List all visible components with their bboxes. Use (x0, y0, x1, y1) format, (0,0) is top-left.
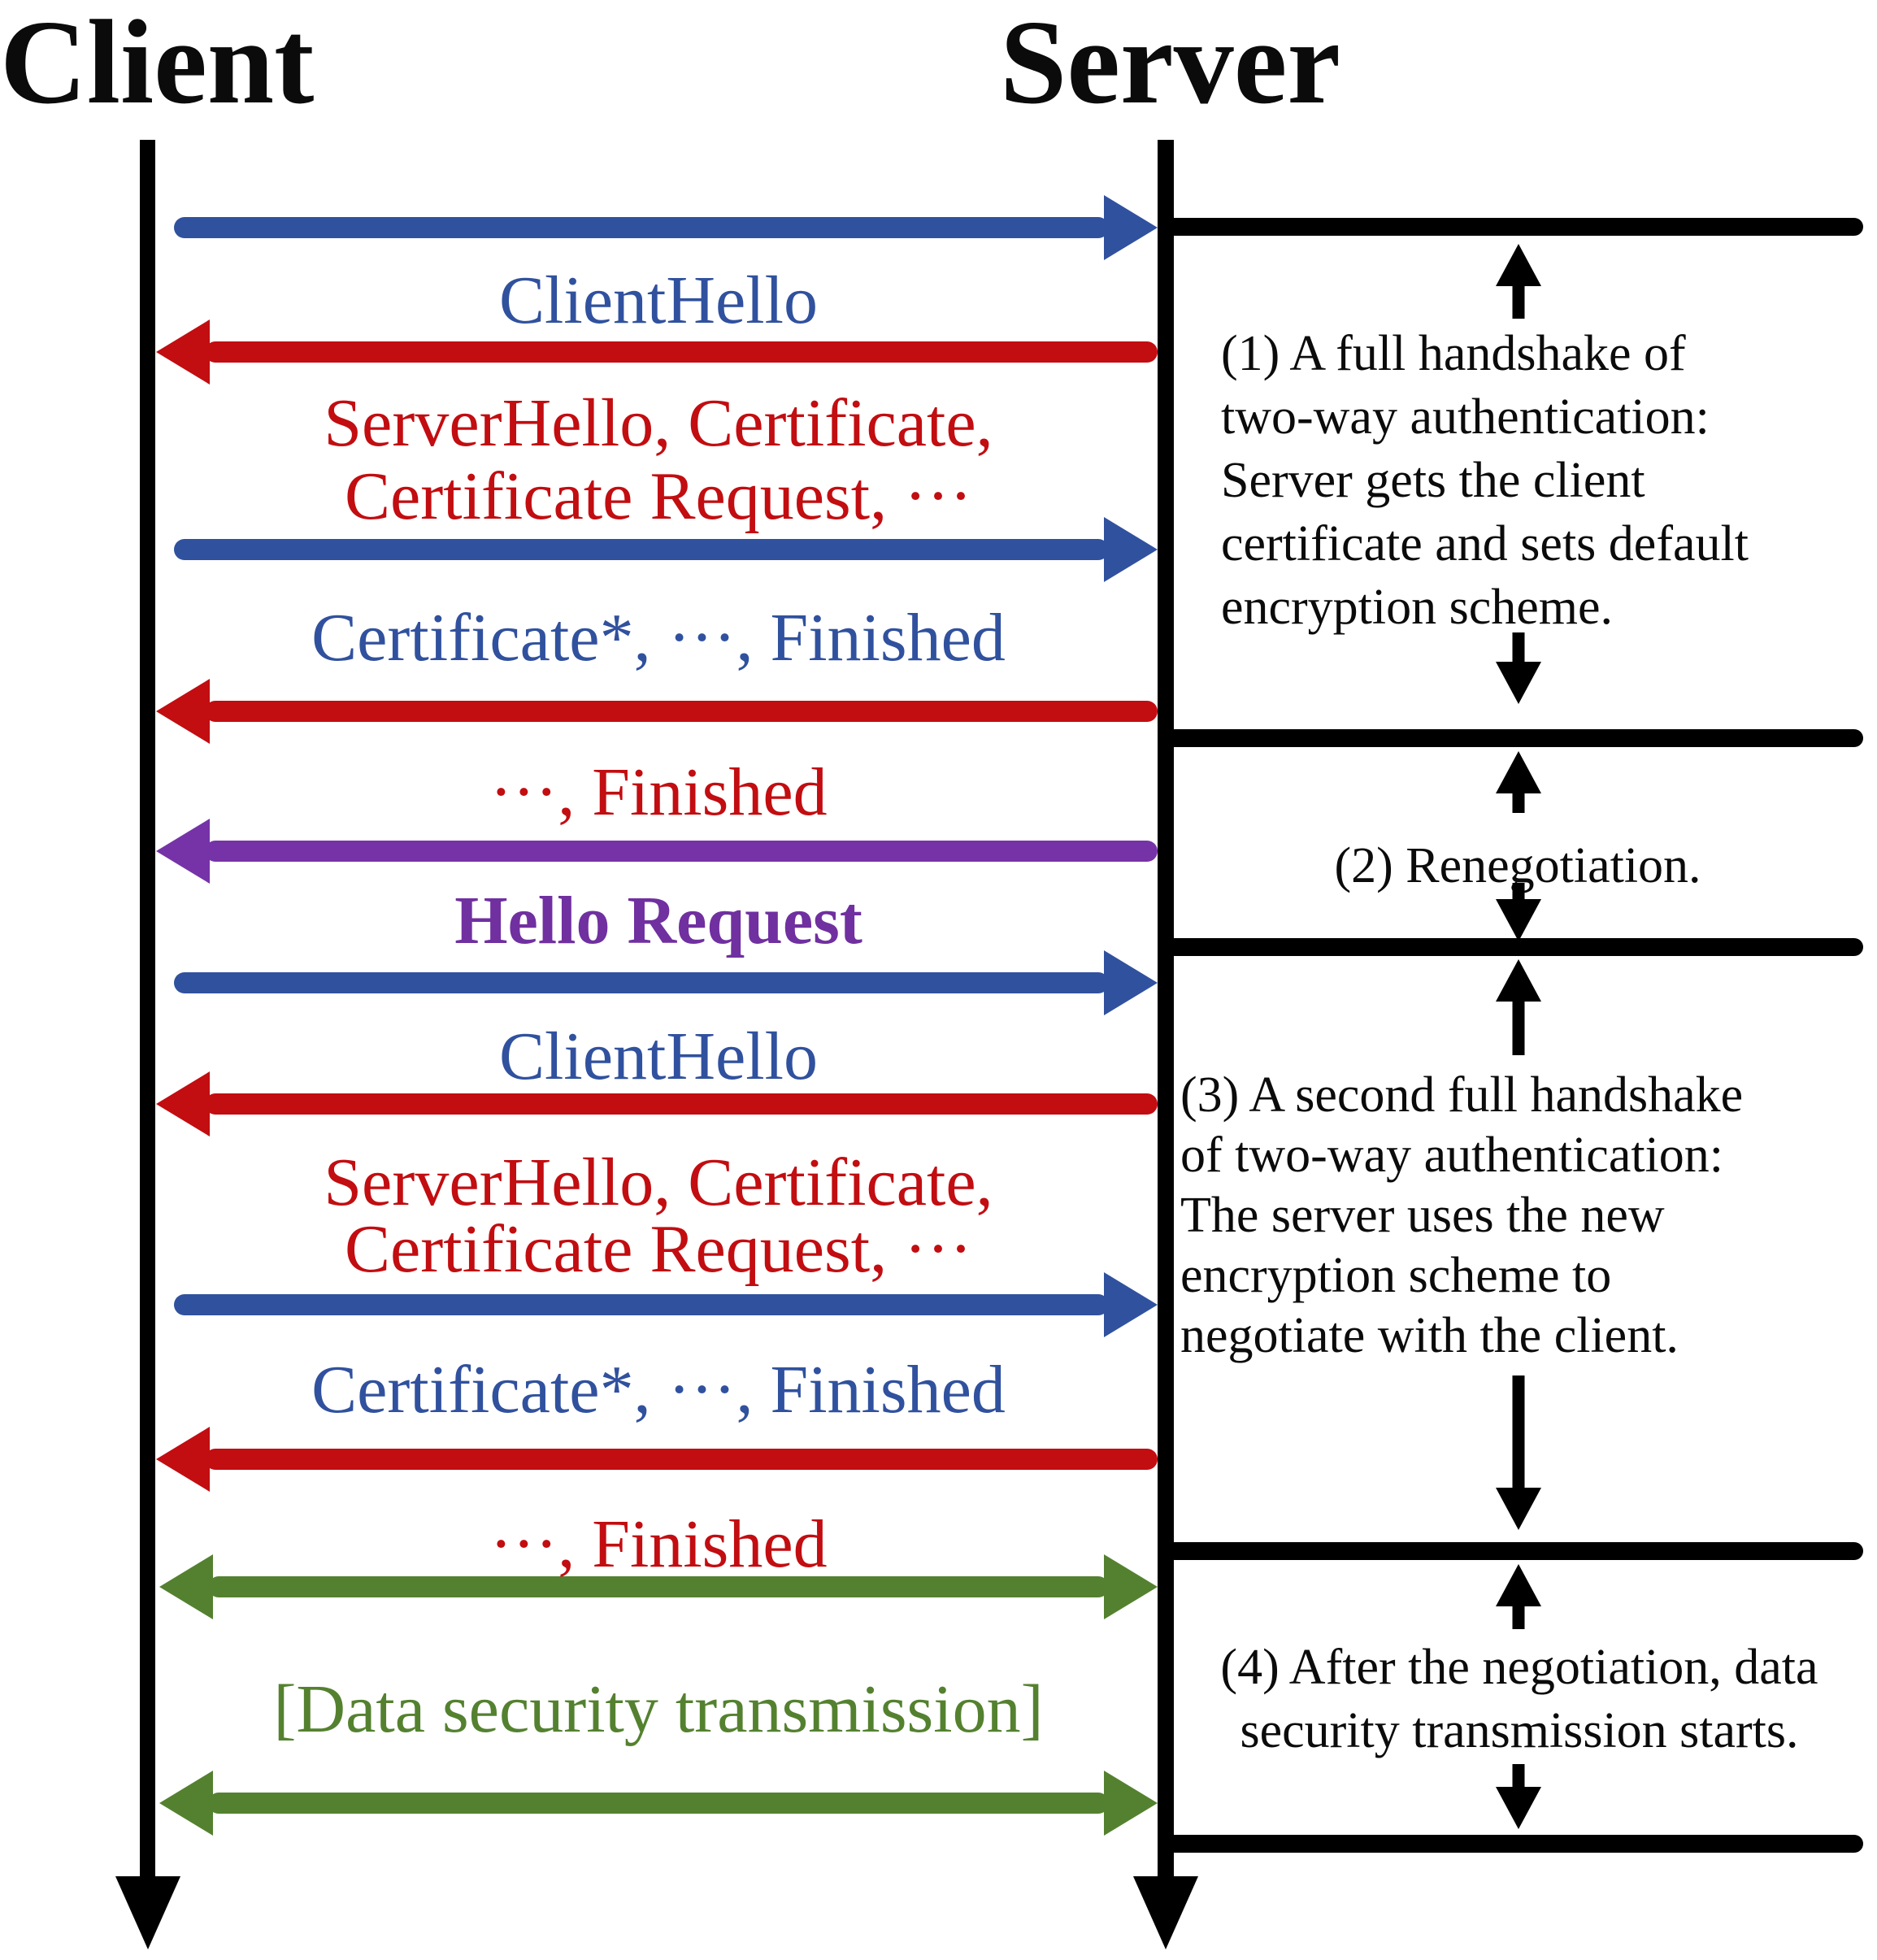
lifeline-client (140, 140, 155, 1888)
message-label-clienthello-1: ClientHello (499, 263, 818, 338)
message-label-serverhello-2-line1: ServerHello, Certificate, (324, 1145, 993, 1220)
participant-title-client: Client (0, 0, 315, 129)
annotation-line: Server gets the client (1221, 453, 1645, 508)
message-label-serverhello-2-line2: Certificate Request, ··· (345, 1211, 972, 1287)
section-divider-3 (1166, 938, 1863, 956)
arrow-finished-1-icon (156, 675, 1158, 748)
arrow-data-transmission-1-icon (159, 1550, 1158, 1623)
arrow-data-transmission-2-icon (159, 1767, 1158, 1840)
section-divider-4 (1166, 1542, 1863, 1560)
annotation-3-text: (3) A second full handshake of two-way a… (1180, 1065, 1743, 1366)
annotation-line: two-way authentication: (1221, 389, 1710, 445)
down-arrow-icon (1496, 1375, 1541, 1530)
message-label-finished-1: ···, Finished (489, 754, 828, 830)
annotation-line: negotiate with the client. (1180, 1308, 1679, 1363)
arrow-serverhello-2-icon (156, 1067, 1158, 1141)
message-label-serverhello-1-line1: ServerHello, Certificate, (324, 385, 993, 461)
annotation-line: certificate and sets default (1221, 516, 1749, 571)
lifeline-server-arrowhead-icon (1133, 1876, 1198, 1949)
annotation-line: security transmission starts. (1240, 1703, 1799, 1758)
message-label-certificate-finished-2: Certificate*, ···, Finished (311, 1352, 1006, 1428)
down-arrow-icon (1496, 1764, 1541, 1829)
message-label-certificate-finished-1: Certificate*, ···, Finished (311, 600, 1006, 676)
arrow-clienthello-1-icon (174, 191, 1158, 264)
annotation-line: encryption scheme. (1221, 580, 1614, 635)
lifeline-client-arrowhead-icon (115, 1876, 180, 1949)
message-label-hello-request: Hello Request (454, 883, 862, 958)
annotation-4-text: (4) After the negotiation, data security… (1166, 1636, 1873, 1762)
annotation-line: encryption scheme to (1180, 1248, 1612, 1303)
annotation-line: (1) A full handshake of (1221, 326, 1686, 381)
message-label-finished-2: ···, Finished (489, 1506, 828, 1582)
arrow-hello-request-icon (156, 815, 1158, 888)
up-arrow-icon (1496, 1564, 1541, 1629)
up-arrow-icon (1496, 244, 1541, 319)
arrow-clienthello-2-icon (174, 946, 1158, 1019)
annotation-line: (4) After the negotiation, data (1220, 1640, 1818, 1695)
section-divider-5 (1166, 1835, 1863, 1853)
annotation-1-text: (1) A full handshake of two-way authenti… (1221, 322, 1749, 639)
down-arrow-icon (1496, 632, 1541, 704)
up-arrow-icon (1496, 751, 1541, 813)
section-divider-2 (1166, 729, 1863, 747)
arrow-certificate-finished-1-icon (174, 513, 1158, 586)
lifeline-server (1158, 140, 1174, 1888)
message-label-serverhello-1-line2: Certificate Request, ··· (345, 458, 972, 534)
annotation-line: The server uses the new (1180, 1188, 1665, 1243)
message-label-clienthello-2: ClientHello (499, 1019, 818, 1094)
message-label-data-transmission: [Data security transmission] (273, 1671, 1044, 1747)
arrow-finished-2-icon (156, 1423, 1158, 1496)
up-arrow-icon (1496, 959, 1541, 1055)
section-divider-1 (1166, 218, 1863, 236)
participant-title-server: Server (1000, 0, 1341, 129)
arrow-certificate-finished-2-icon (174, 1268, 1158, 1341)
arrow-serverhello-1-icon (156, 315, 1158, 389)
annotation-line: (3) A second full handshake (1180, 1067, 1744, 1123)
down-arrow-icon (1496, 883, 1541, 941)
annotation-line: of two-way authentication: (1180, 1128, 1724, 1183)
